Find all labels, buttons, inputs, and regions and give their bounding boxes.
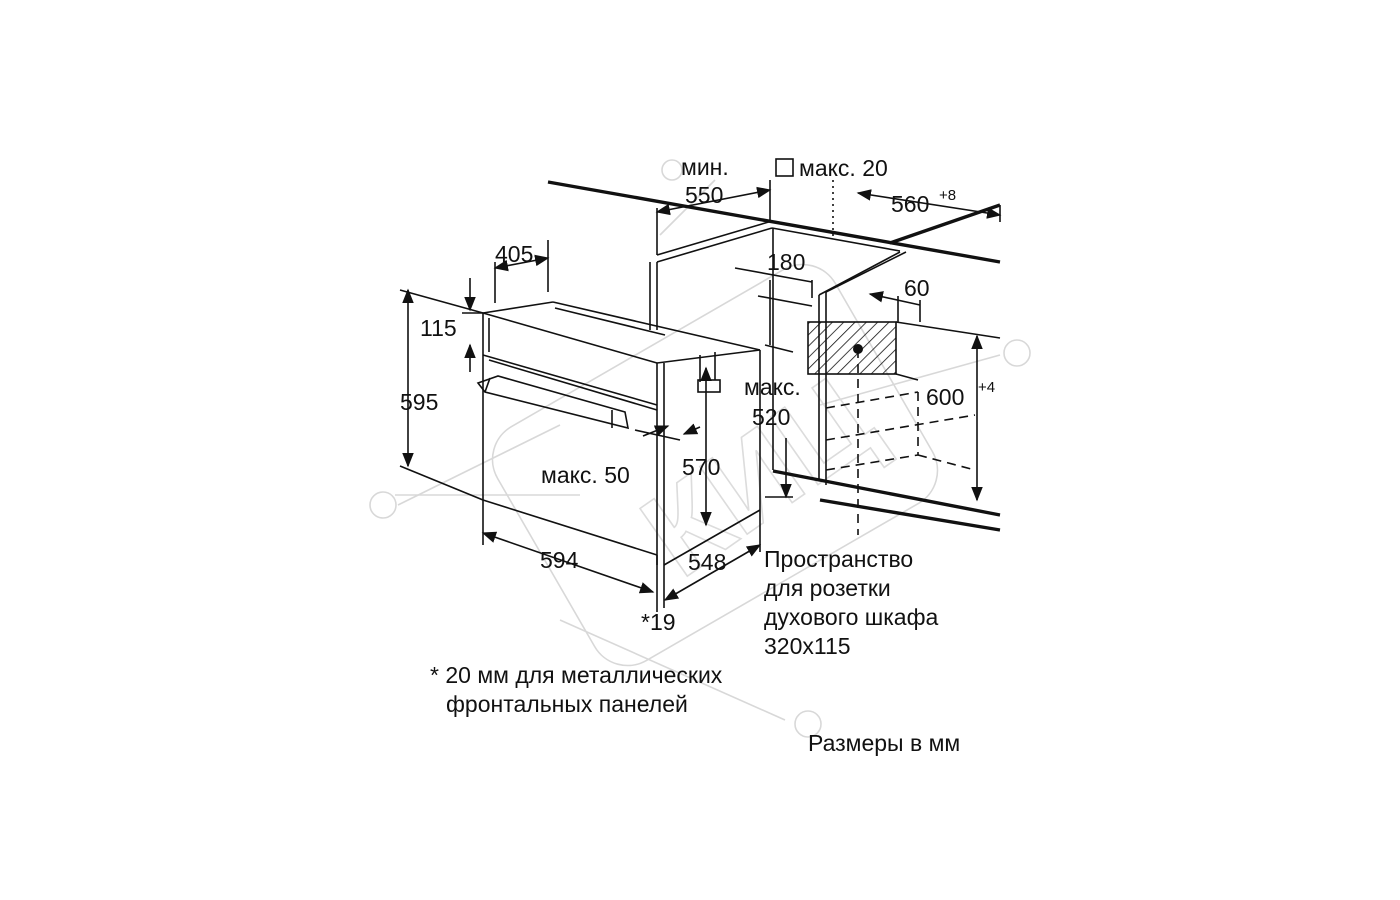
square-icon bbox=[775, 158, 794, 177]
label-max-20: макс. 20 bbox=[799, 155, 888, 181]
label-405: 405 bbox=[495, 241, 533, 267]
label-min: мин. bbox=[681, 154, 729, 180]
label-560: 560 bbox=[891, 191, 929, 217]
notes: Пространство для розетки духового шкафа … bbox=[430, 546, 960, 756]
label-548: 548 bbox=[688, 549, 726, 575]
label-600-tolerance: +4 bbox=[978, 379, 995, 396]
dimension-labels: мин. 550 макс. 20 560 +8 405 180 60 115 … bbox=[400, 154, 995, 635]
label-max-520: макс. bbox=[744, 374, 801, 400]
label-550: 550 bbox=[685, 182, 723, 208]
label-570: 570 bbox=[682, 454, 720, 480]
socket-note-line-3: духового шкафа bbox=[764, 604, 939, 630]
label-115: 115 bbox=[420, 315, 457, 341]
socket-note-line-2: для розетки bbox=[764, 575, 891, 601]
label-560-tolerance: +8 bbox=[939, 187, 956, 204]
socket-note-line-1: Пространство bbox=[764, 546, 913, 572]
watermark: КИЦ bbox=[369, 159, 1031, 738]
footnote-line-1: * 20 мм для металлических bbox=[430, 662, 723, 688]
label-600: 600 bbox=[926, 384, 964, 410]
cabinet-niche bbox=[547, 180, 1002, 535]
units-note: Размеры в мм bbox=[808, 730, 960, 756]
dimension-lines bbox=[399, 180, 772, 612]
label-595: 595 bbox=[400, 389, 438, 415]
label-star-19: *19 bbox=[641, 609, 676, 635]
socket-note-line-4: 320x115 bbox=[764, 633, 851, 659]
label-60: 60 bbox=[904, 275, 930, 301]
label-520: 520 bbox=[752, 404, 790, 430]
label-180: 180 bbox=[767, 249, 805, 275]
label-594: 594 bbox=[540, 547, 579, 573]
label-max-50: макс. 50 bbox=[541, 462, 630, 488]
footnote-line-2: фронтальных панелей bbox=[446, 691, 688, 717]
